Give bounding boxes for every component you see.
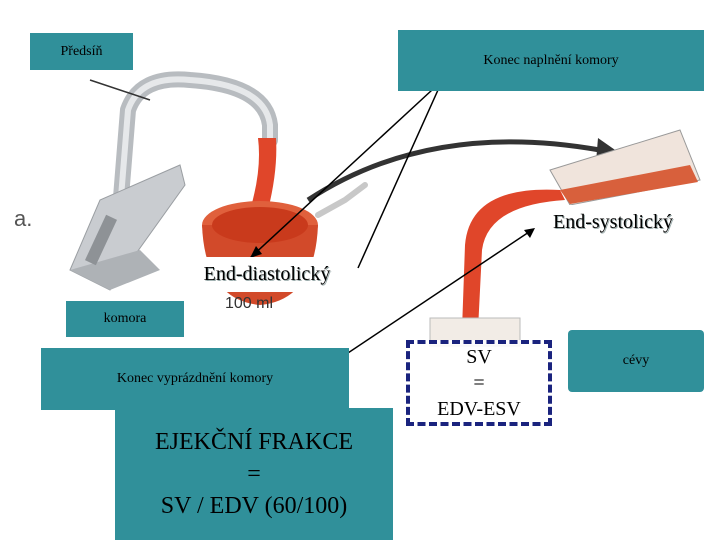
- konec-naplneni-label: Konec naplnění komory: [398, 30, 704, 91]
- cup-illustration: [549, 129, 701, 206]
- curved-arrow-icon: [306, 139, 601, 203]
- end-diastolic-label: End-diastolický: [183, 257, 351, 292]
- cevy-label: cévy: [568, 330, 704, 392]
- sv-formula-box: SV = EDV-ESV: [406, 340, 552, 426]
- pointer-line: [249, 89, 433, 259]
- faucet-illustration: [69, 71, 278, 291]
- sv-line-1: SV: [466, 346, 492, 368]
- konec-vyprazdneni-label: Konec vyprázdnění komory: [41, 348, 349, 410]
- sv-line-3: EDV-ESV: [437, 398, 521, 420]
- pointer-line: [357, 89, 439, 269]
- outflow-stream: [462, 189, 565, 330]
- komora-label: komora: [66, 301, 184, 337]
- ejekcni-line-1: EJEKČNÍ FRAKCE: [154, 429, 353, 455]
- inflow-stream: [250, 138, 277, 210]
- volume-mark: 100 ml: [225, 295, 273, 312]
- ejekcni-line-2: =: [247, 461, 261, 487]
- sv-line-2: =: [473, 372, 485, 394]
- predsin-label: Předsíň: [30, 33, 133, 70]
- ejekcni-line-3: SV / EDV (60/100): [160, 493, 348, 519]
- panel-letter: a.: [14, 206, 32, 231]
- pot-illustration: 100 ml: [202, 182, 368, 312]
- end-systolic-label: End-systolický: [536, 205, 690, 240]
- ejekcni-frakce-box: EJEKČNÍ FRAKCE = SV / EDV (60/100): [115, 408, 393, 540]
